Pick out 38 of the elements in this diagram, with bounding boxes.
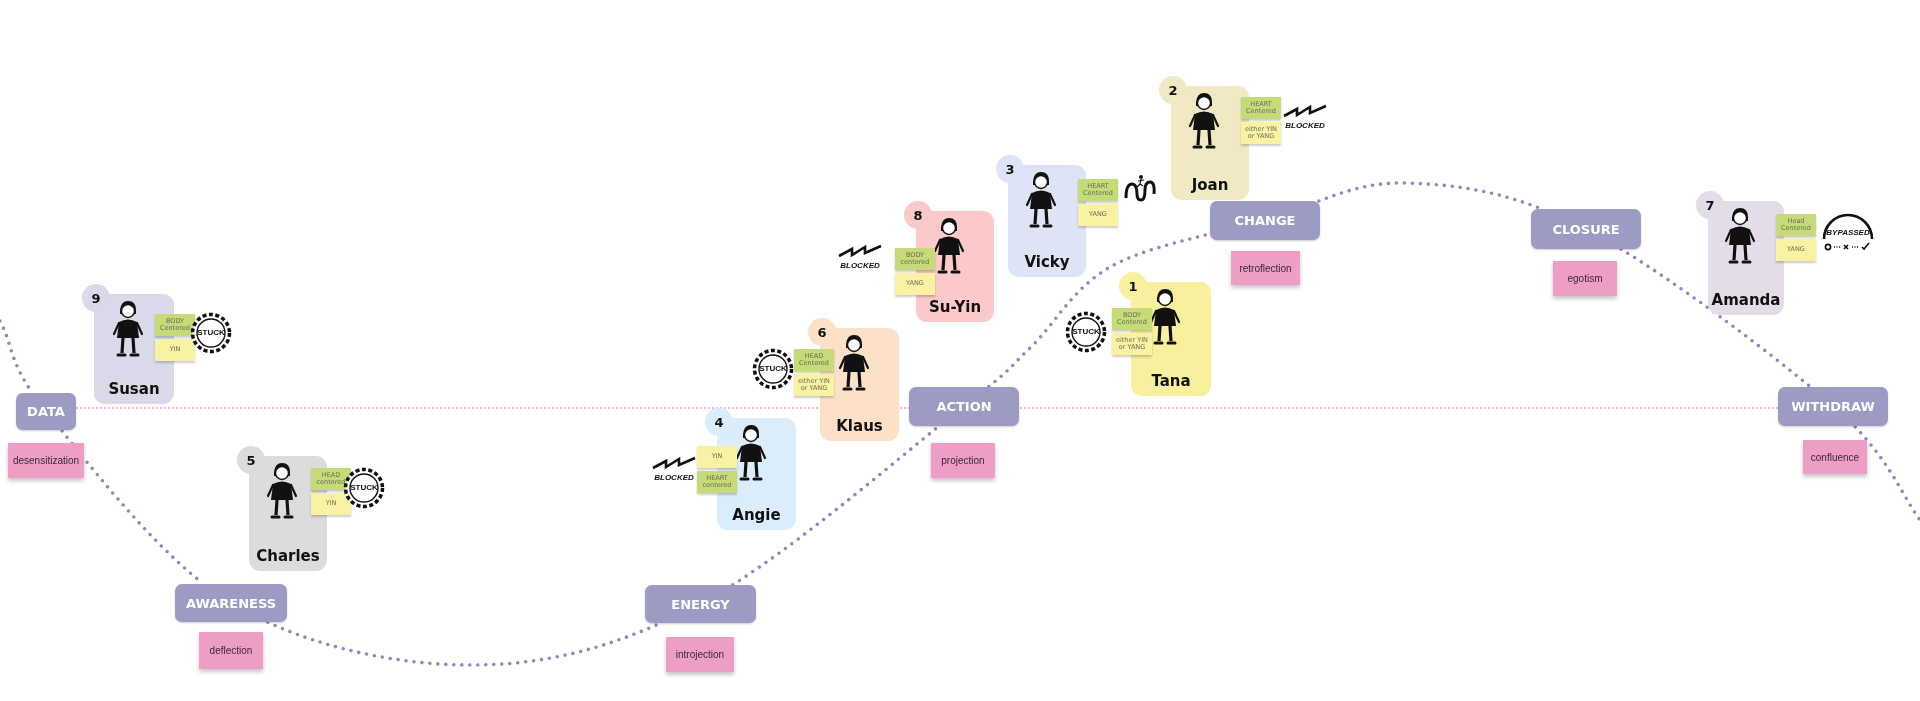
- sticky-note: introjection: [666, 637, 734, 672]
- number-badge: 8: [904, 201, 932, 229]
- stamp-label: BLOCKED: [1284, 121, 1326, 130]
- stage-box: ACTION: [909, 387, 1019, 426]
- number-badge: 3: [996, 155, 1024, 183]
- number-badge: 5: [237, 446, 265, 474]
- person-name: Vicky: [1023, 253, 1071, 271]
- sticky-note: projection: [931, 443, 995, 478]
- person-name: Angie: [731, 506, 782, 524]
- number-badge: 7: [1696, 191, 1724, 219]
- dotted-wave-line: [1619, 247, 1812, 388]
- number-badge: 9: [82, 284, 110, 312]
- stage-box: DATA: [16, 393, 76, 430]
- number-badge: 1: [1119, 272, 1147, 300]
- stamp-label: BLOCKED: [653, 473, 695, 482]
- person-name: Charles: [255, 547, 321, 565]
- stage-box: CHANGE: [1210, 201, 1320, 240]
- stage-box: AWARENESS: [175, 584, 287, 622]
- sticky-note: egotism: [1553, 261, 1617, 296]
- sticky-note: desensitization: [8, 443, 84, 478]
- person-name: Joan: [1190, 176, 1230, 194]
- person-name: Su-Yin: [927, 298, 983, 316]
- sticky-note: retroflection: [1231, 251, 1300, 285]
- stamp-label: BYPASSED: [1825, 228, 1871, 237]
- number-badge: 2: [1159, 76, 1187, 104]
- sticky-note: deflection: [199, 632, 263, 669]
- number-badge: 4: [705, 408, 733, 436]
- number-badge: 6: [808, 318, 836, 346]
- person-name: Susan: [107, 380, 161, 398]
- person-name: Amanda: [1710, 291, 1782, 309]
- sticky-note: confluence: [1803, 440, 1867, 474]
- stage-box: WITHDRAW: [1778, 387, 1888, 426]
- dotted-wave-line: [1853, 425, 1920, 522]
- stage-box: ENERGY: [645, 585, 756, 623]
- stage-box: CLOSURE: [1531, 209, 1641, 249]
- person-name: Tana: [1150, 372, 1192, 390]
- person-name: Klaus: [835, 417, 884, 435]
- stamp-label: BLOCKED: [839, 261, 881, 270]
